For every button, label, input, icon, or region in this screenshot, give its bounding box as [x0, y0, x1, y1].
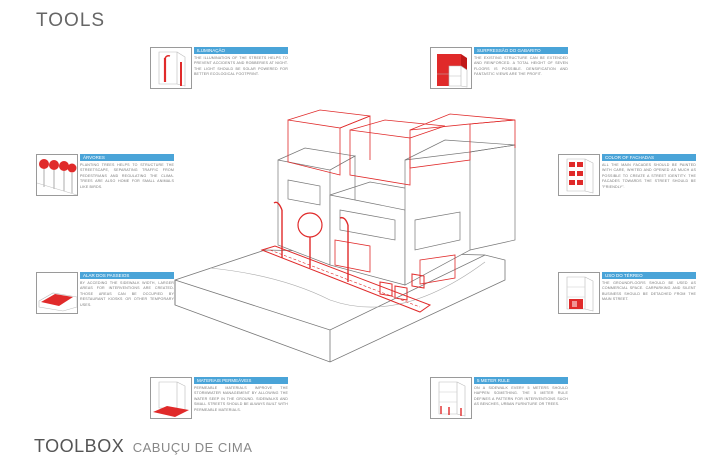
facade-icon: [558, 154, 600, 196]
tool-description: BY ACCEDING THE SIDEWALK WIDTH, LARGER A…: [80, 281, 174, 307]
tool-heading: 5 METER RULE: [474, 377, 568, 384]
footer-title: TOOLBOX CABUÇU DE CIMA: [34, 436, 252, 457]
street-lamp-icon: [150, 47, 192, 89]
building-blocks: [277, 139, 516, 286]
street-lamps: [273, 201, 349, 282]
tool-heading: USO DO TÉRREO: [602, 272, 696, 279]
footer-subtitle: CABUÇU DE CIMA: [132, 440, 253, 455]
tool-heading: SURPRESSÃO DO GABARITO: [474, 47, 568, 54]
ground-floor-icon: [558, 272, 600, 314]
page-title: TOOLS: [36, 10, 106, 31]
road-edge: [209, 261, 486, 308]
tool-heading: ALAR DOS PASSEIOS: [80, 272, 174, 279]
sidewalk-outline: [260, 245, 432, 313]
tool-description: ALL THE MAIN FACADES SHOULD BE PAINTED W…: [602, 163, 696, 189]
tool-description: THE ILLUMINATION OF THE STREETS HELPS TO…: [194, 56, 288, 77]
sidewalk-pattern: [269, 249, 421, 308]
building-extension-frames: [287, 109, 516, 186]
spacing-rule-icon: [430, 377, 472, 419]
tool-description: THE EXISTING STRUCTURE CAN BE EXTENDED A…: [474, 56, 568, 77]
tool-heading: ILUMINAÇÃO: [194, 47, 288, 54]
tool-description: PLANTING TREES HELPS TO STRUCTURE THE ST…: [80, 163, 174, 189]
tool-description: ON A SIDEWALK EVERY 5 METERS SHOULD HAPP…: [474, 386, 568, 407]
tool-description: THE GROUNDFLOORS SHOULD BE USED AS COMME…: [602, 281, 696, 302]
tool-description: PERMEABLE MATERIALS IMPROVE THE STORMWAT…: [194, 386, 288, 412]
street-tree: [297, 212, 323, 268]
tool-heading: ÁRVORES: [80, 154, 174, 161]
footer-title-main: TOOLBOX: [34, 436, 125, 456]
ground-floor-frames: [334, 239, 456, 285]
tool-heading: MATERIAIS PERMEÁVEIS: [194, 377, 288, 384]
axonometric-street-drawing: [174, 109, 516, 363]
tool-heading: COLOR OF FACHADAS: [602, 154, 696, 161]
permeable-ground-icon: [150, 377, 192, 419]
sidewalk-icon: [36, 272, 78, 314]
building-extension-icon: [430, 47, 472, 89]
trees-icon: [36, 154, 78, 196]
